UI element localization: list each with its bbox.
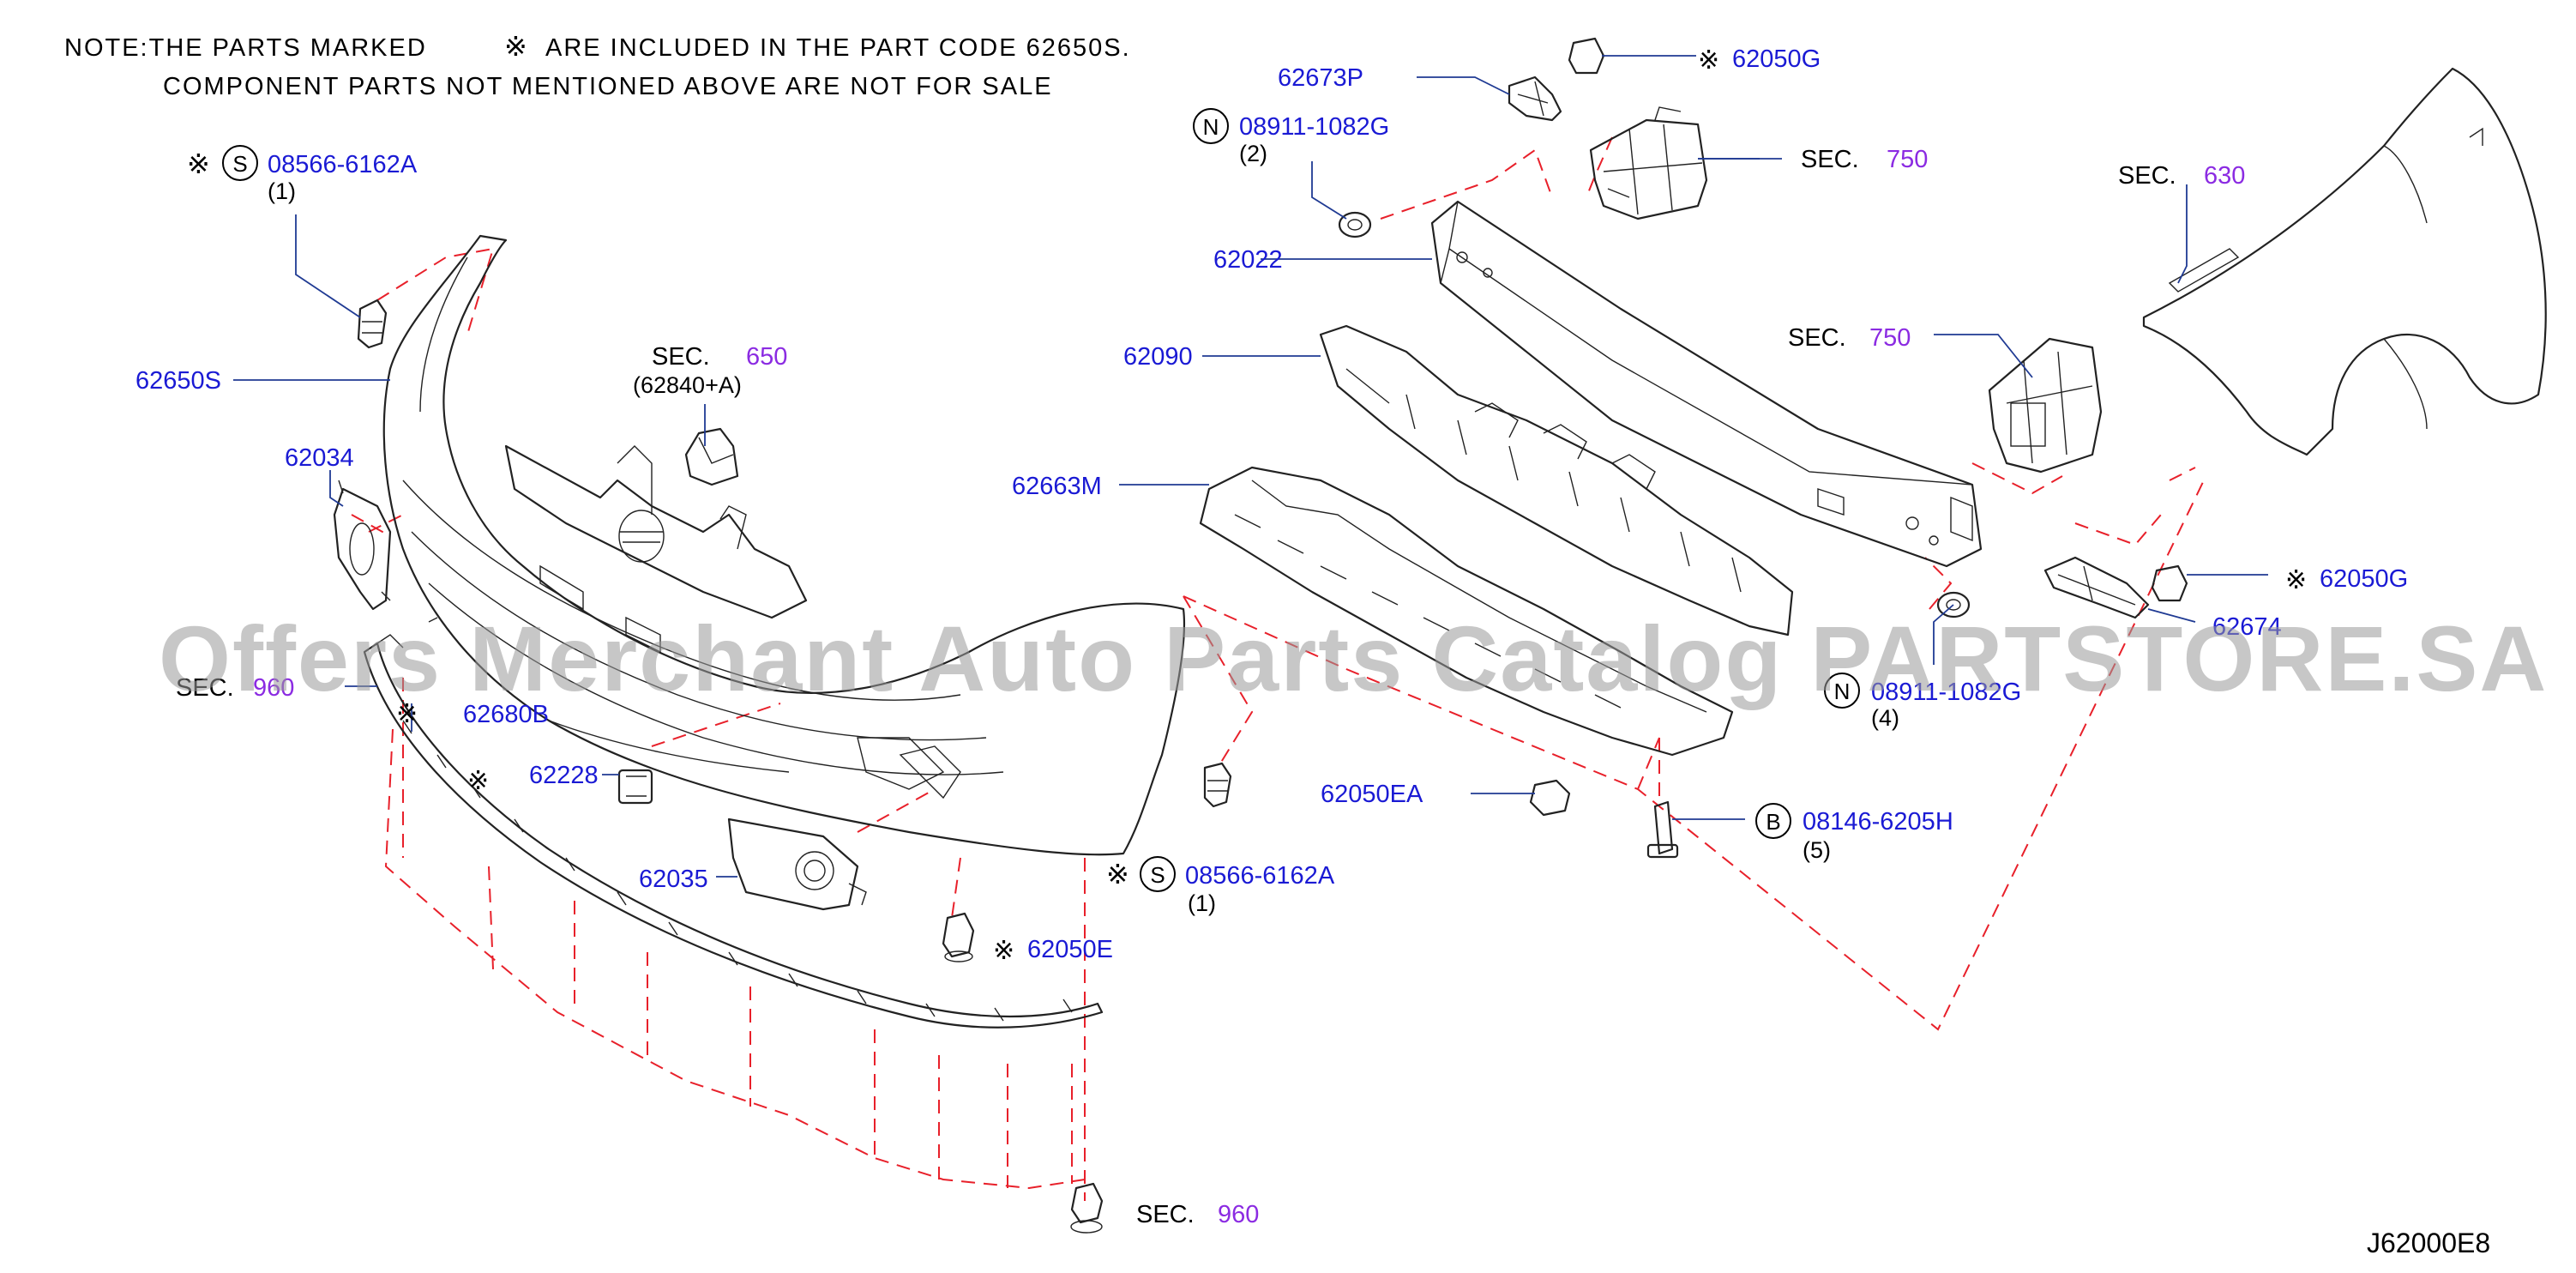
- part-sec650-piece: [684, 427, 739, 486]
- leader-lines: [233, 55, 2268, 878]
- qty-08911-top: (2): [1239, 141, 1267, 166]
- part-62674-bracket: [2043, 556, 2150, 619]
- callout-08911-low[interactable]: N 08911-1082G (4): [1824, 673, 2021, 731]
- b-symbol-circle: [1755, 803, 1791, 839]
- sec-label: SEC.: [1788, 324, 1846, 352]
- part-62228-tow-cover: [617, 769, 653, 805]
- callout-sec750-mid[interactable]: SEC. 750: [1788, 324, 1911, 352]
- part-62034-bracket: [333, 480, 392, 611]
- part-lower-spoiler: [363, 617, 1104, 1029]
- s-symbol-circle: [1140, 856, 1176, 892]
- label-62050G-low: 62050G: [2320, 565, 2408, 593]
- dashed-reference-lines: [351, 136, 2205, 1201]
- part-62035-fog-bezel: [727, 817, 867, 911]
- callout-62050E[interactable]: ※ 62050E: [993, 936, 1113, 965]
- label-62090[interactable]: 62090: [1123, 343, 1193, 371]
- label-62034[interactable]: 62034: [285, 444, 354, 472]
- label-62840a: (62840+A): [633, 372, 742, 398]
- front-bumper-fascia: [382, 234, 1186, 856]
- fasteners: [357, 37, 2188, 1234]
- diagram-code: J62000E8: [2367, 1228, 2490, 1258]
- callout-sec650[interactable]: SEC. 650 (62840+A): [633, 343, 787, 398]
- label-sec-750-mid: 750: [1869, 324, 1911, 352]
- label-62050E: 62050E: [1027, 936, 1113, 963]
- note-line-1b: ARE INCLUDED IN THE PART CODE 62650S.: [545, 34, 1131, 62]
- b-symbol: B: [1766, 809, 1780, 835]
- sec-label: SEC.: [176, 674, 234, 702]
- part-62090-absorber: [1319, 324, 1794, 636]
- label-62050EA[interactable]: 62050EA: [1321, 781, 1423, 808]
- label-62663M[interactable]: 62663M: [1012, 473, 1102, 500]
- label-08911-low: 08911-1082G: [1871, 679, 2021, 706]
- n-symbol-circle: [1824, 673, 1860, 709]
- label-62035[interactable]: 62035: [639, 866, 708, 893]
- included-mark-62228: ※: [467, 767, 489, 795]
- note-line-1a: NOTE:THE PARTS MARKED: [64, 34, 427, 62]
- qty-08146: (5): [1803, 837, 1831, 863]
- label-62022[interactable]: 62022: [1213, 246, 1283, 274]
- label-62673P[interactable]: 62673P: [1278, 64, 1363, 92]
- s-symbol: S: [1150, 862, 1165, 888]
- part-62663M-undercover: [1199, 466, 1734, 757]
- s-symbol-circle: [222, 145, 258, 181]
- label-sec-750-top: 750: [1887, 146, 1928, 173]
- part-sec630-fender: [2142, 67, 2547, 456]
- label-08566-mid: 08566-6162A: [1185, 862, 1335, 890]
- part-sec750-mid-bracket: [1988, 337, 2103, 474]
- callout-sec960-bottom[interactable]: SEC. 960: [1136, 1201, 1259, 1228]
- label-62050G-top: 62050G: [1732, 45, 1821, 73]
- label-sec-650: 650: [746, 343, 787, 371]
- label-62674[interactable]: 62674: [2212, 613, 2282, 641]
- callout-sec630[interactable]: SEC. 630: [2118, 162, 2245, 190]
- note-line-2: COMPONENT PARTS NOT MENTIONED ABOVE ARE …: [163, 73, 1053, 100]
- callout-08566-mid[interactable]: ※ S 08566-6162A (1): [1106, 856, 1335, 916]
- note-block: NOTE:THE PARTS MARKED ※ ARE INCLUDED IN …: [64, 31, 1131, 100]
- n-symbol-circle: [1193, 108, 1229, 144]
- callout-08911-top[interactable]: N 08911-1082G (2): [1193, 108, 1389, 166]
- label-sec-960-bottom: 960: [1218, 1201, 1259, 1228]
- label-62650S[interactable]: 62650S: [135, 367, 221, 395]
- qty-08566-mid: (1): [1188, 890, 1216, 916]
- callout-sec750-top[interactable]: SEC. 750: [1801, 146, 1928, 173]
- part-labels: ※ S 08566-6162A (1) 62650S 62034 SEC. 65…: [135, 45, 2408, 1228]
- label-sec-960-left: 960: [253, 674, 294, 702]
- part-62022-reinforcement: [1430, 200, 1983, 568]
- sec-label: SEC.: [2118, 162, 2176, 190]
- callout-08566-top[interactable]: ※ S 08566-6162A (1): [187, 145, 418, 204]
- label-08146: 08146-6205H: [1803, 808, 1953, 836]
- included-mark: ※: [1106, 859, 1129, 890]
- qty-08566-top: (1): [268, 178, 296, 204]
- included-mark: ※: [2285, 566, 2307, 594]
- s-symbol: S: [232, 151, 247, 177]
- callout-sec960-left[interactable]: SEC. 960: [176, 674, 294, 702]
- n-symbol: N: [1203, 114, 1219, 140]
- callout-08146[interactable]: B 08146-6205H (5): [1755, 803, 1953, 863]
- sec-label: SEC.: [1801, 146, 1859, 173]
- label-08911-top: 08911-1082G: [1239, 113, 1389, 141]
- part-62673P-bracket: [1508, 75, 1562, 122]
- label-62680B[interactable]: 62680B: [463, 701, 549, 728]
- included-mark: ※: [1698, 46, 1719, 75]
- part-sec750-top-bracket: [1589, 106, 1708, 220]
- n-symbol: N: [1834, 679, 1851, 704]
- label-sec-630: 630: [2204, 162, 2245, 190]
- callout-62050G-top[interactable]: ※ 62050G: [1698, 45, 1821, 75]
- sec-label: SEC.: [652, 343, 710, 371]
- note-mark: ※: [504, 31, 529, 62]
- qty-08911-low: (4): [1871, 705, 1899, 731]
- included-mark: ※: [993, 937, 1014, 965]
- label-62228[interactable]: 62228: [529, 762, 599, 789]
- included-mark: ※: [187, 148, 210, 179]
- callout-62050G-low[interactable]: ※ 62050G: [2285, 565, 2408, 594]
- sec-label: SEC.: [1136, 1201, 1195, 1228]
- label-08566-top: 08566-6162A: [268, 151, 418, 178]
- watermark: Offers Merchant Auto Parts Catalog PARTS…: [159, 606, 2548, 710]
- included-mark-62680B: ※: [396, 700, 418, 728]
